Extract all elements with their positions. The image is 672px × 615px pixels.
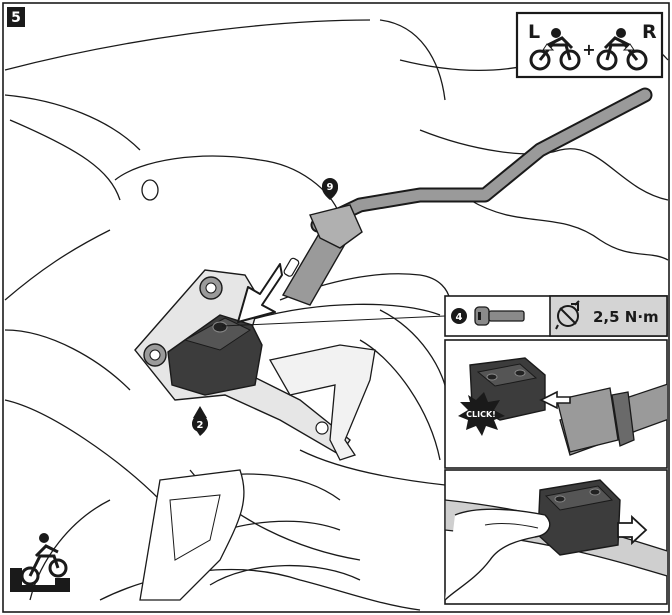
callout-screw-badge xyxy=(451,308,467,324)
callout-screw-number: 4 xyxy=(456,312,463,323)
step-number: 5 xyxy=(11,10,21,26)
bracket-hole xyxy=(315,421,329,435)
detail-panel-click: CLICK! xyxy=(444,339,668,469)
motorcycle-body-outline xyxy=(4,19,669,611)
slide-arrow-icon xyxy=(617,514,648,546)
screw-leader-line xyxy=(221,315,446,327)
clamp-top-face xyxy=(183,317,252,351)
callout-rail: 9 xyxy=(322,178,338,200)
rail-collar-detail xyxy=(611,391,635,447)
left-side-label: L xyxy=(528,21,540,43)
callout-clamp-number: 2 xyxy=(197,420,204,431)
footpeg-plate-cutout xyxy=(169,494,221,561)
torque-wrench-icon xyxy=(555,300,580,330)
rail-tube xyxy=(312,89,651,231)
click-burst-icon xyxy=(458,392,505,436)
mount-bracket xyxy=(134,269,351,456)
step-number-badge xyxy=(7,7,25,27)
rider-on-stand-icon xyxy=(10,533,70,592)
torque-panel xyxy=(549,295,668,337)
click-label: CLICK! xyxy=(466,410,496,419)
bushing-bottom-hole xyxy=(149,349,161,361)
hand-finger-icon xyxy=(445,508,551,601)
callout-clamp: 2 xyxy=(192,406,208,436)
torque-value: 2,5 N·m xyxy=(593,308,659,326)
callout-rail-number: 9 xyxy=(327,182,334,193)
frame-hole xyxy=(141,179,159,201)
bracket-arm xyxy=(268,344,376,461)
rider-side-badge: L + R xyxy=(515,11,664,79)
screw-icon xyxy=(474,306,525,326)
push-arrow-icon xyxy=(539,390,571,410)
insert-direction-arrow-icon xyxy=(237,263,283,323)
rail-end-detail xyxy=(556,387,619,453)
rail-sleeve xyxy=(309,204,363,249)
bushing-top-hole xyxy=(205,282,217,294)
detail-panel-slide xyxy=(444,469,668,605)
clamp-screw-hole xyxy=(212,321,228,333)
motorcycle-left-icon xyxy=(529,28,581,71)
right-side-label: R xyxy=(642,21,657,43)
motorcycle-right-icon xyxy=(596,28,648,71)
screw-torque-bar: 4 2,5 N·m xyxy=(444,295,668,337)
plus-sign: + xyxy=(582,40,595,59)
rail-slot xyxy=(283,257,300,277)
